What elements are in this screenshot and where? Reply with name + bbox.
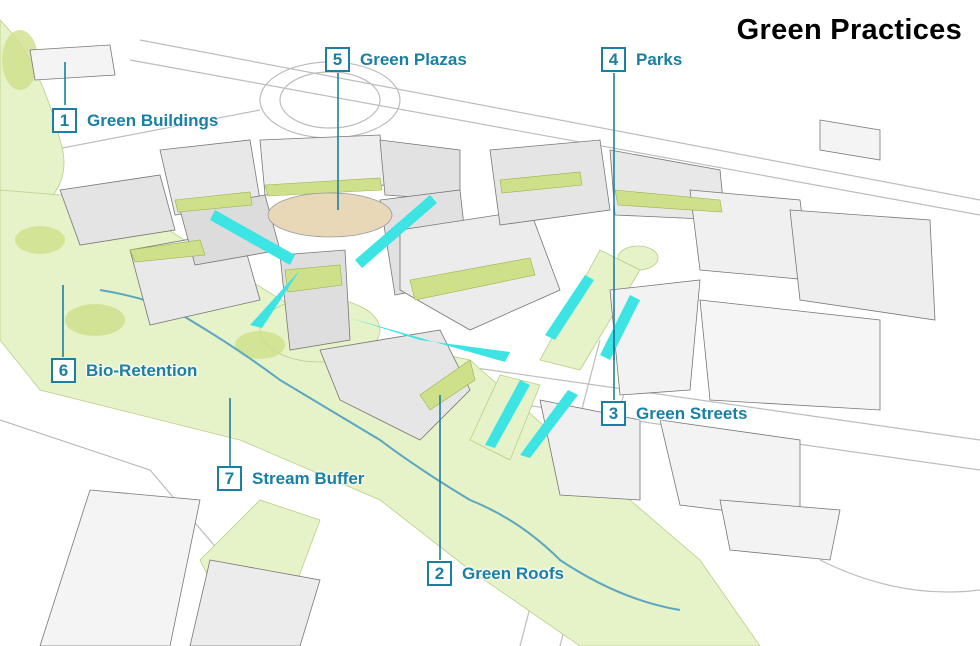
stream (99, 289, 681, 611)
green-roofs (129, 171, 723, 411)
callout-label: Green Plazas (360, 49, 467, 69)
callout-label: Bio-Retention (86, 360, 198, 380)
callout-number: 3 (601, 401, 626, 426)
callout-number: 6 (51, 358, 76, 383)
callout-number: 2 (427, 561, 452, 586)
callout-label: Stream Buffer (252, 468, 365, 488)
central-plaza (267, 192, 393, 238)
callout-number: 5 (325, 47, 350, 72)
callout-stream-buffer: 7 Stream Buffer (217, 466, 364, 491)
callout-green-streets: 3 Green Streets (601, 401, 748, 426)
callout-parks: 4 Parks (601, 47, 682, 72)
callout-label: Green Buildings (87, 110, 219, 130)
callout-number: 1 (52, 108, 77, 133)
callout-green-roofs: 2 Green Roofs (427, 561, 564, 586)
vegetation-patches (2, 30, 285, 359)
diagram-title: Green Practices (736, 14, 962, 46)
callout-label: Green Streets (636, 403, 748, 423)
callout-number: 7 (217, 466, 242, 491)
flow-arrows (210, 195, 640, 458)
callout-green-buildings: 1 Green Buildings (52, 108, 218, 133)
callout-bio-retention: 6 Bio-Retention (51, 358, 197, 383)
callout-number: 4 (601, 47, 626, 72)
leader-lines (62, 62, 615, 560)
callout-green-plazas: 5 Green Plazas (325, 47, 467, 72)
callout-label: Parks (636, 49, 683, 69)
callout-label: Green Roofs (462, 563, 565, 583)
